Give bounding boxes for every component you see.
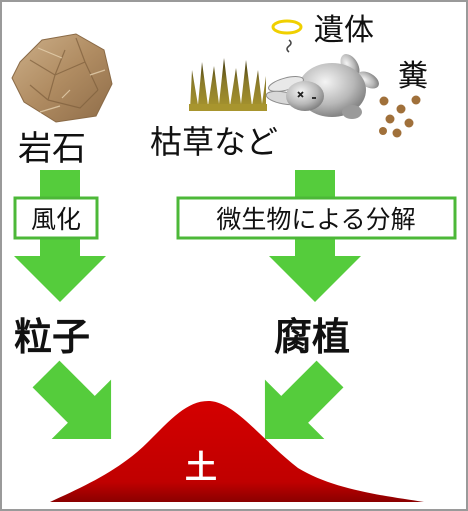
particles-label: 粒子	[14, 315, 90, 359]
particles-to-soil-arrow	[32, 360, 112, 440]
animal-remains-image	[265, 54, 379, 119]
humus-to-soil-arrow	[264, 360, 344, 440]
grass-label: 枯草など	[150, 123, 278, 161]
soil-mound	[50, 400, 424, 502]
soil-label: 土	[185, 448, 217, 486]
rock-image	[11, 33, 113, 123]
remains-label: 遺体	[314, 13, 374, 48]
decomposition-label: 微生物による分解	[216, 205, 415, 234]
humus-label: 腐植	[274, 315, 350, 359]
halo-icon	[271, 19, 303, 35]
decomposition-box	[176, 196, 457, 240]
weathering-label: 風化	[31, 205, 81, 234]
rock-label: 岩石	[18, 129, 86, 169]
withered-grass-image	[189, 58, 267, 111]
dung-label: 糞	[398, 59, 428, 94]
weathering-box	[13, 196, 99, 240]
dung-dots-image	[379, 95, 421, 138]
soul-squiggle-icon	[286, 39, 292, 53]
